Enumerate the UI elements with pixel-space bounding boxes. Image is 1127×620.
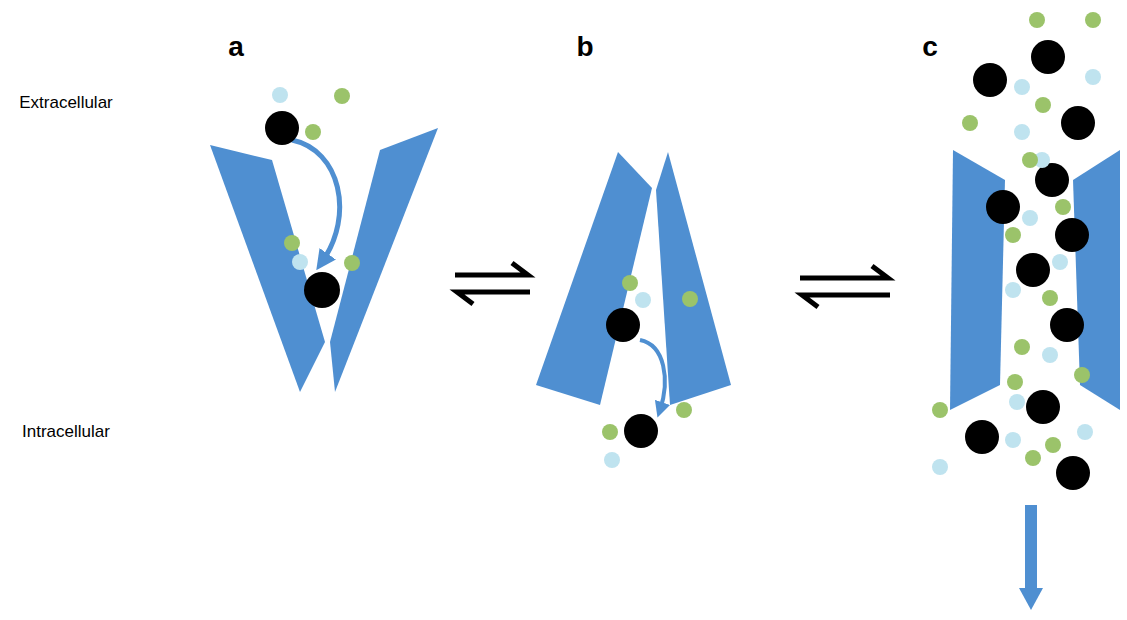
outward-open-transporter bbox=[210, 128, 438, 392]
equilibrium-arrows bbox=[455, 263, 890, 307]
panel-letter: b bbox=[576, 30, 593, 64]
ions bbox=[265, 12, 1101, 490]
panel-letter: a bbox=[228, 30, 244, 64]
side-label: Extracellular bbox=[19, 93, 113, 113]
panel-letter: c bbox=[922, 30, 938, 64]
channel-state bbox=[950, 150, 1120, 410]
flux-arrow bbox=[1019, 505, 1043, 610]
movement-arrow bbox=[640, 340, 665, 410]
inward-open-transporter bbox=[536, 152, 731, 405]
side-label: Intracellular bbox=[22, 422, 110, 442]
